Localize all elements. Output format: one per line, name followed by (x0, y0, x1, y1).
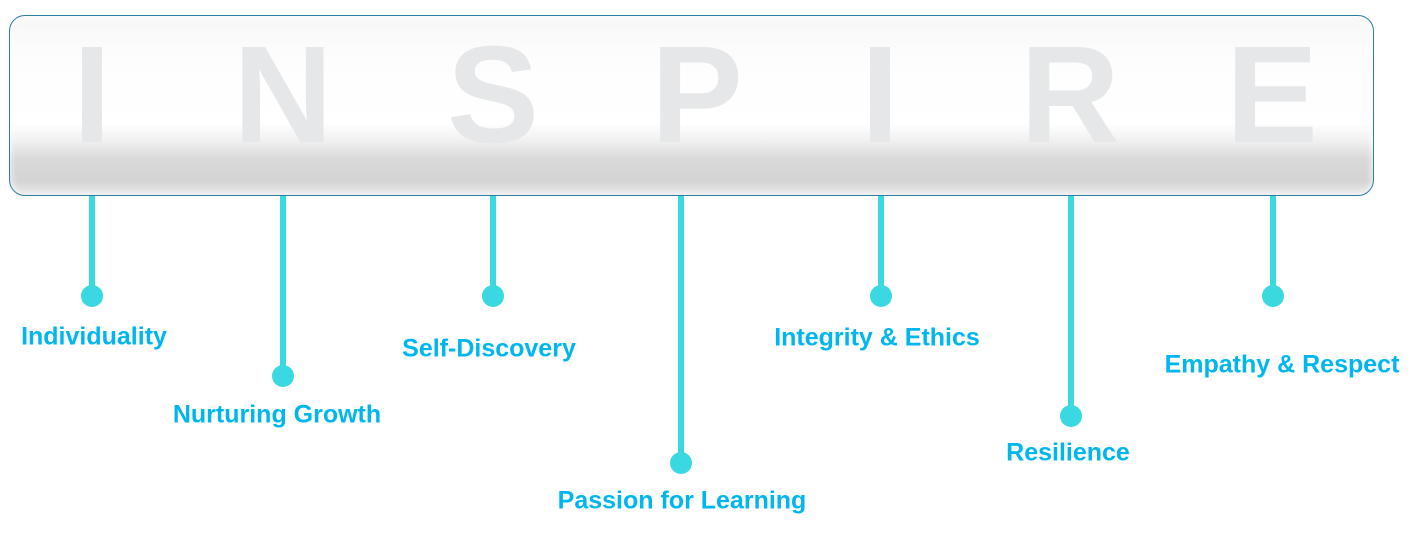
connector-line (878, 196, 884, 296)
connector-dot (670, 452, 692, 474)
connector-line (1270, 196, 1276, 296)
value-label: Integrity & Ethics (774, 323, 980, 352)
value-label: Nurturing Growth (172, 400, 382, 429)
banner-letter: S (446, 18, 540, 172)
value-label: Resilience (1006, 438, 1130, 467)
connector-dot (870, 285, 892, 307)
connector-line (89, 196, 95, 296)
banner-letter: E (1225, 18, 1319, 172)
connector-dot (272, 365, 294, 387)
banner-letter: I (72, 18, 112, 172)
value-label: Individuality (21, 322, 167, 351)
value-label: Empathy & Respect (1164, 350, 1400, 379)
value-label: Passion for Learning (557, 486, 807, 515)
connector-line (678, 196, 684, 463)
inspire-banner (9, 15, 1374, 196)
connector-line (490, 196, 496, 296)
banner-letter: P (650, 18, 744, 172)
connector-line (1068, 196, 1074, 416)
connector-dot (482, 285, 504, 307)
banner-letter: N (233, 18, 333, 172)
connector-dot (81, 285, 103, 307)
connector-dot (1060, 405, 1082, 427)
banner-letter: R (1020, 18, 1120, 172)
connector-dot (1262, 285, 1284, 307)
banner-letter: I (860, 18, 900, 172)
value-label: Self-Discovery (402, 334, 576, 363)
connector-line (280, 196, 286, 376)
